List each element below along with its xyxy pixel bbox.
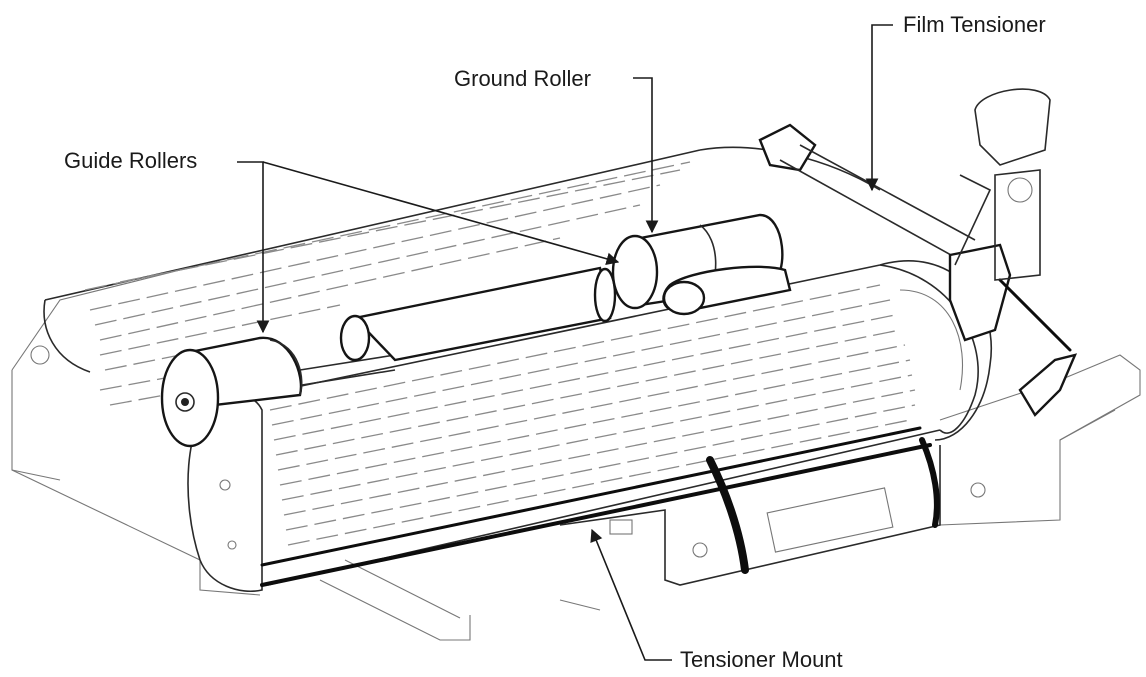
callout-ground-roller: Ground Roller bbox=[454, 66, 659, 234]
film-tensioner-arm bbox=[758, 88, 1078, 417]
back-roll bbox=[43, 146, 881, 406]
right-side-plate bbox=[879, 260, 993, 441]
label-guide-rollers: Guide Rollers bbox=[64, 148, 197, 173]
front-roll bbox=[257, 264, 979, 586]
ground-roller bbox=[611, 213, 792, 316]
guide-roller-shaft bbox=[299, 266, 617, 386]
label-ground-roller: Ground Roller bbox=[454, 66, 591, 91]
guide-roller-left bbox=[160, 336, 303, 448]
callout-tensioner-mount: Tensioner Mount bbox=[590, 528, 843, 672]
label-film-tensioner: Film Tensioner bbox=[903, 12, 1046, 37]
callout-guide-rollers: Guide Rollers bbox=[64, 148, 620, 334]
label-tensioner-mount: Tensioner Mount bbox=[680, 647, 843, 672]
callout-film-tensioner: Film Tensioner bbox=[865, 12, 1046, 192]
tensioner-mount bbox=[260, 426, 941, 587]
